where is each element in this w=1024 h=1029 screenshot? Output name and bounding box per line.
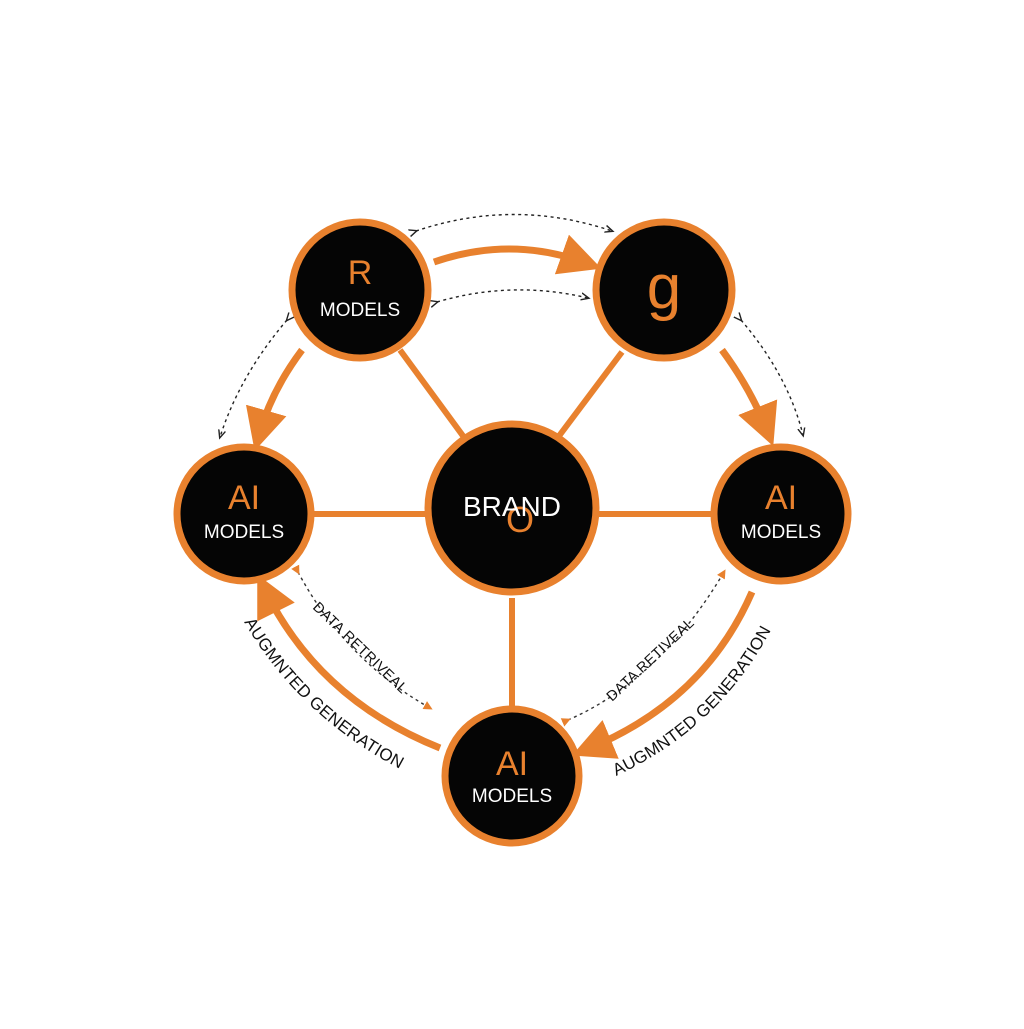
node-left-circle xyxy=(173,443,315,585)
node-top-left-label: MODELS xyxy=(320,300,400,321)
dashed-arrow-right-inner xyxy=(560,569,726,727)
node-left: AI MODELS xyxy=(173,443,315,585)
node-right: AI MODELS xyxy=(710,443,852,585)
node-top-left: R MODELS xyxy=(288,218,432,362)
hub-mark: O xyxy=(506,499,534,540)
node-bottom: AI MODELS xyxy=(441,705,583,847)
dashed-arrow-top-inner xyxy=(437,289,588,302)
dashed-arrow-left-inner xyxy=(291,564,433,710)
node-bottom-glyph: AI xyxy=(496,745,528,783)
flow-arrow-top xyxy=(432,234,602,275)
dashed-arrow-left-outer xyxy=(220,320,287,437)
data-retrieval-left-label: DATA RETRIVEAL xyxy=(309,599,410,697)
node-top-right-glyph: g xyxy=(647,253,681,322)
dashed-arrows xyxy=(220,213,803,727)
hub-spokes xyxy=(312,348,714,710)
node-right-glyph: AI xyxy=(765,479,797,517)
flow-arrow-top-left-to-left xyxy=(245,347,305,451)
node-left-label: MODELS xyxy=(204,522,284,543)
dashed-arrow-top-outer xyxy=(416,213,612,232)
hub-circle xyxy=(424,420,600,596)
node-right-label: MODELS xyxy=(741,522,821,543)
node-bottom-label: MODELS xyxy=(472,786,552,807)
hub-label: BRAND xyxy=(463,491,561,522)
node-right-circle xyxy=(710,443,852,585)
node-bottom-circle xyxy=(441,705,583,847)
hub-node: O BRAND xyxy=(424,420,600,596)
node-top-right: g xyxy=(592,218,736,362)
dashed-arrow-right-outer xyxy=(741,320,803,435)
augmented-generation-left-label: AUGMNTED GENERATION xyxy=(241,614,408,772)
spoke-top-right xyxy=(553,350,625,442)
node-top-left-glyph: R xyxy=(348,254,373,292)
node-left-glyph: AI xyxy=(228,479,260,517)
node-top-left-circle xyxy=(288,218,432,362)
node-top-right-circle xyxy=(592,218,736,362)
spoke-top-left xyxy=(397,348,469,442)
augmented-generation-right-label: AUGMNTED GENERATION xyxy=(610,623,775,780)
flow-arrow-top-right-to-right xyxy=(719,347,778,447)
